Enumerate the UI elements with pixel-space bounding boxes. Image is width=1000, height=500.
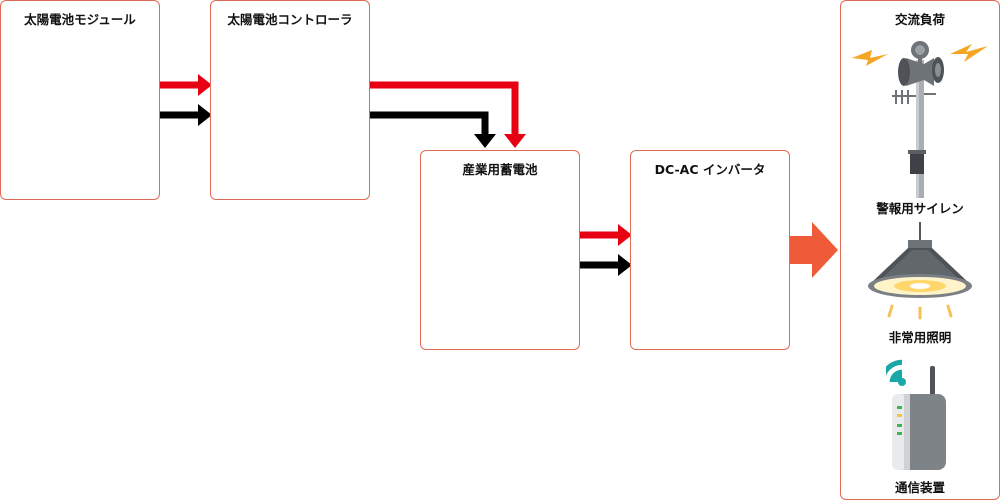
positive-wire-controller-to-battery: [370, 81, 519, 136]
router-icon: [886, 359, 946, 470]
solar-module-block: 太陽電池モジュール: [0, 0, 160, 200]
solar-controller-block: 太陽電池コントローラ: [210, 0, 370, 200]
communication-device-label: 通信装置: [894, 480, 945, 495]
storage-battery-block: 産業用蓄電池: [420, 150, 580, 350]
lamp-icon: [868, 222, 972, 320]
negative-wire-controller-to-battery: [370, 111, 489, 136]
negative-arrowhead-battery: [474, 134, 496, 148]
inverter-block: DC-AC インバータ: [630, 150, 790, 350]
ac-load-title: 交流負荷: [894, 12, 945, 27]
siren-label: 警報用サイレン: [876, 201, 964, 216]
emergency-light-label: 非常用照明: [888, 330, 952, 345]
solar-controller-title: 太陽電池コントローラ: [227, 12, 353, 27]
positive-arrowhead-controller: [198, 74, 212, 96]
solar-module-title: 太陽電池モジュール: [24, 12, 136, 27]
positive-arrowhead-battery: [504, 134, 526, 148]
storage-battery-title: 産業用蓄電池: [462, 162, 538, 177]
negative-arrowhead-inverter: [618, 254, 632, 276]
inverter-title: DC-AC インバータ: [654, 162, 766, 177]
negative-arrowhead-controller: [198, 104, 212, 126]
positive-arrowhead-inverter: [618, 224, 632, 246]
siren-icon: [852, 41, 988, 198]
ac-output-arrow: [790, 222, 838, 278]
